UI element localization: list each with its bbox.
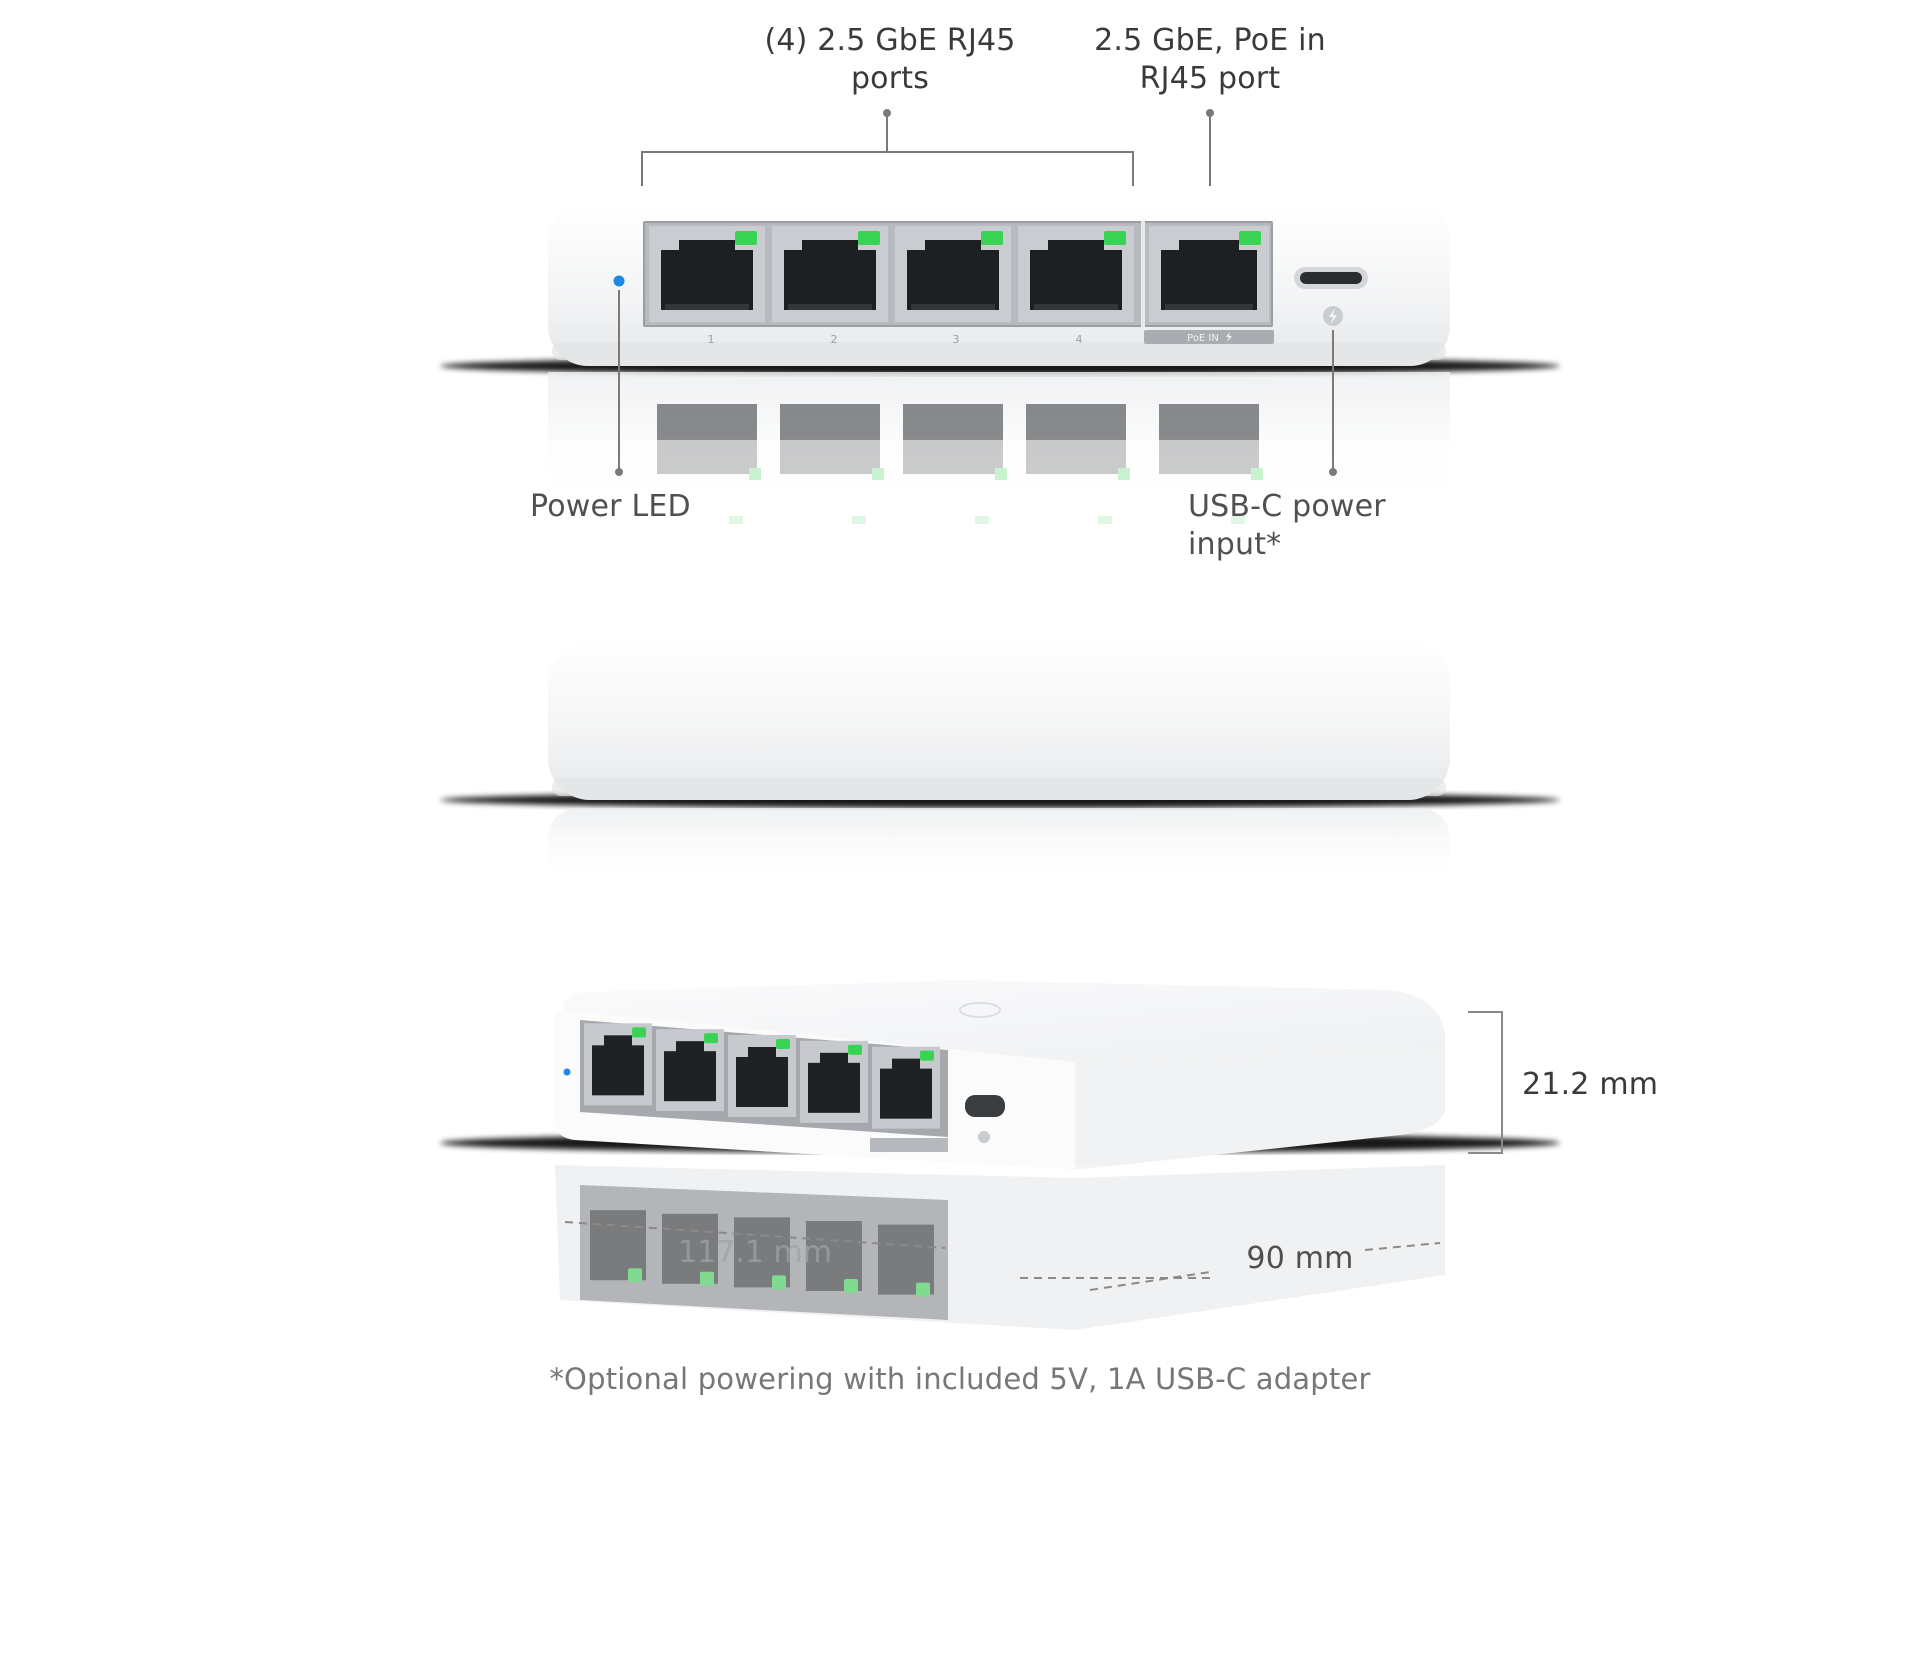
port-reflection bbox=[734, 1217, 790, 1290]
width-dimension-line bbox=[564, 1221, 946, 1249]
port-reflection bbox=[657, 404, 761, 524]
link-led bbox=[1104, 231, 1126, 245]
port-reflection bbox=[806, 1221, 862, 1293]
port-number: 4 bbox=[1076, 333, 1083, 346]
poe-in-tag bbox=[1144, 330, 1274, 344]
lan-port bbox=[728, 1034, 796, 1117]
port-number: 1 bbox=[708, 333, 715, 346]
port-reflection bbox=[662, 1213, 718, 1286]
link-led bbox=[981, 231, 1003, 245]
lan-port bbox=[800, 1040, 868, 1123]
perspective-ports bbox=[584, 1023, 940, 1129]
power-led bbox=[613, 275, 625, 287]
svg-text:PoE IN: PoE IN bbox=[1187, 333, 1219, 344]
usb-c-port bbox=[965, 1095, 1005, 1117]
usb-c-label: USB-C power input* bbox=[1188, 489, 1386, 562]
link-led bbox=[920, 1050, 934, 1061]
back-view bbox=[440, 640, 1560, 883]
height-dimension-label: 21.2 mm bbox=[1522, 1067, 1659, 1102]
port-reflection bbox=[1026, 404, 1130, 524]
lan-port bbox=[772, 226, 888, 322]
link-led bbox=[735, 231, 757, 245]
perspective-reflection bbox=[555, 1165, 1445, 1335]
poe-port-label: 2.5 GbE, PoE in RJ45 port bbox=[1094, 23, 1326, 96]
lightning-icon bbox=[1226, 332, 1232, 342]
port-reflection bbox=[1159, 404, 1263, 524]
lan-port bbox=[895, 226, 1011, 322]
poe-port-callout-line bbox=[1206, 109, 1214, 186]
poe-port bbox=[1149, 226, 1269, 322]
lan-ports-callout-line bbox=[641, 114, 1134, 186]
lan-port bbox=[584, 1023, 652, 1106]
port-reflection bbox=[590, 1210, 646, 1283]
back-reflection bbox=[548, 808, 1450, 883]
front-reflection bbox=[548, 372, 1450, 530]
link-led bbox=[776, 1038, 790, 1049]
depth-dimension-line bbox=[1020, 1242, 1441, 1291]
port-reflection bbox=[903, 404, 1007, 524]
switch-body-back bbox=[548, 640, 1450, 800]
lightning-icon bbox=[1323, 306, 1343, 326]
footnote: *Optional powering with included 5V, 1A … bbox=[549, 1362, 1371, 1396]
link-led bbox=[704, 1033, 718, 1044]
lan-port bbox=[656, 1029, 724, 1112]
link-led bbox=[858, 231, 880, 245]
front-view: 1 2 3 4 PoE IN bbox=[440, 109, 1560, 530]
poe-port bbox=[872, 1046, 940, 1129]
port-number: 2 bbox=[831, 333, 838, 346]
logo-mark bbox=[959, 1002, 1001, 1018]
port-reflection bbox=[878, 1224, 934, 1297]
front-ports bbox=[649, 226, 1269, 322]
link-led bbox=[1239, 231, 1261, 245]
port-reflection bbox=[780, 404, 884, 524]
height-dimension-line bbox=[1468, 1011, 1503, 1154]
power-led-label: Power LED bbox=[530, 489, 691, 524]
link-led bbox=[848, 1044, 862, 1055]
link-led bbox=[632, 1027, 646, 1038]
power-led bbox=[563, 1068, 571, 1076]
width-dimension-label: 117.1 mm bbox=[678, 1235, 832, 1270]
lan-port bbox=[649, 226, 765, 322]
lan-port bbox=[1018, 226, 1134, 322]
depth-dimension-label: 90 mm bbox=[1246, 1241, 1354, 1276]
lan-ports-label: (4) 2.5 GbE RJ45 ports bbox=[764, 23, 1016, 96]
port-number: 3 bbox=[953, 333, 960, 346]
perspective-view: 117.1 mm bbox=[440, 980, 1560, 1335]
